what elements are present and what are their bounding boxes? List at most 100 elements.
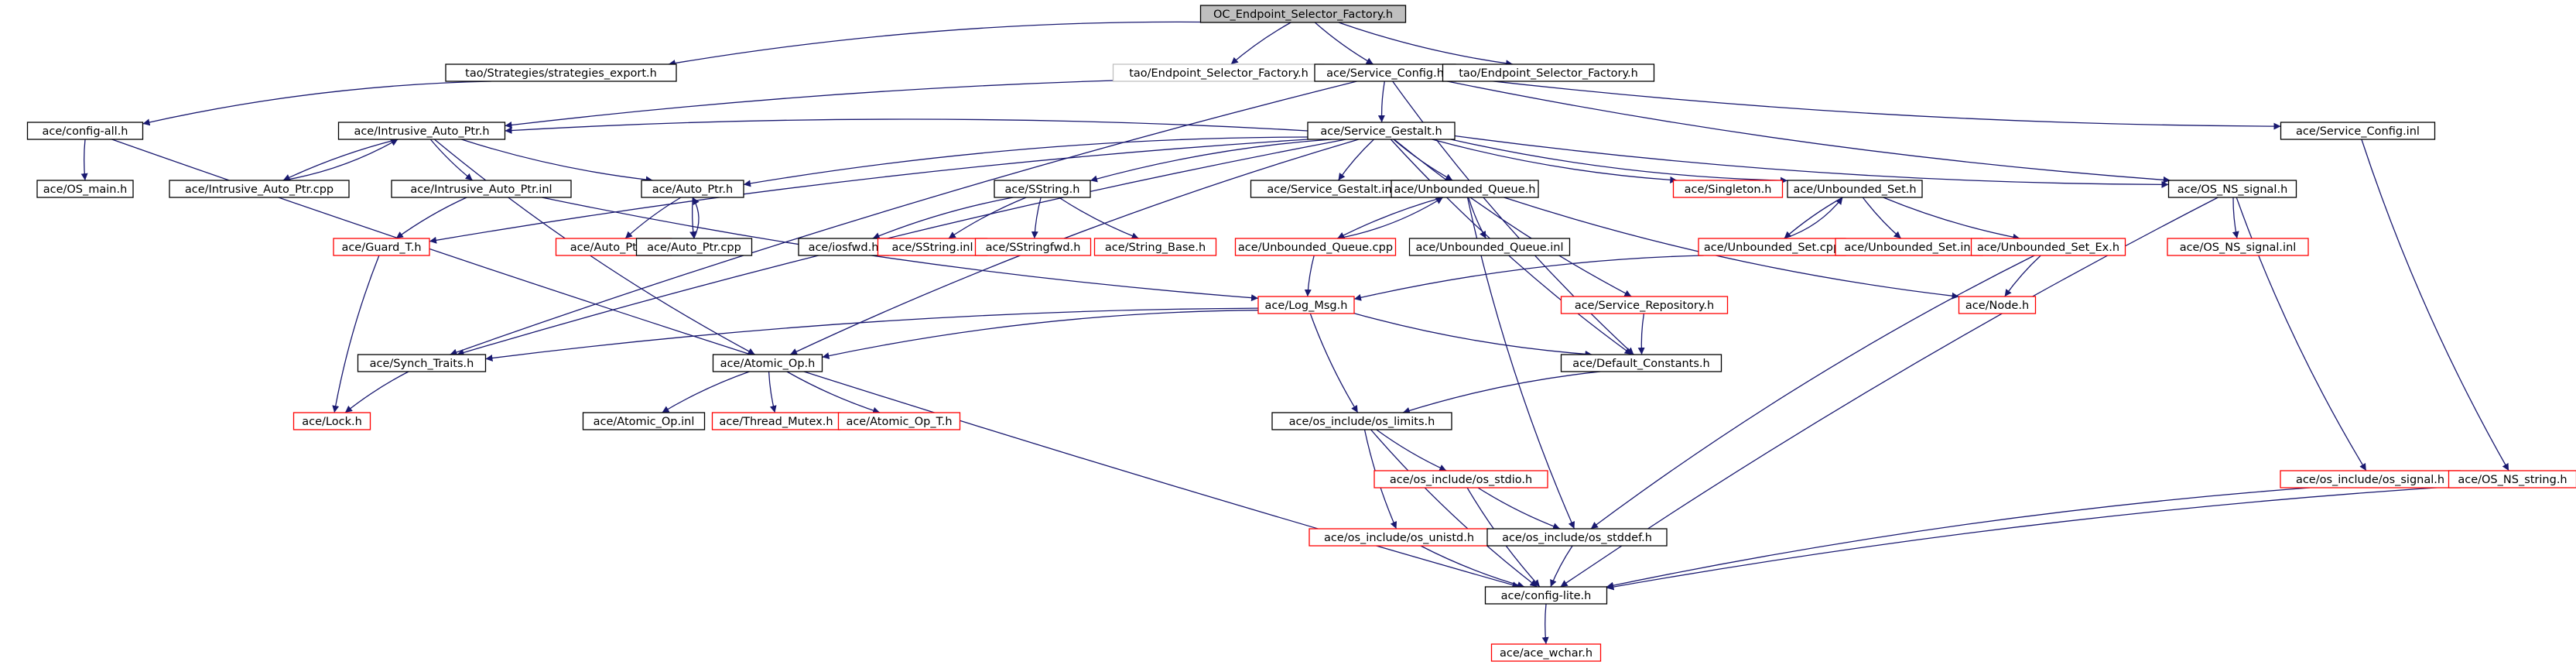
node-ace-unbounded-set-ex-h[interactable]: ace/Unbounded_Set_Ex.h (1970, 238, 2126, 256)
node-label: ace/Atomic_Op.inl (594, 416, 695, 428)
node-box[interactable] (1442, 63, 1655, 82)
node-ace-auto-ptr-cpp[interactable]: ace/Auto_Ptr.cpp (635, 238, 753, 256)
node-ace-singleton-h[interactable]: ace/Singleton.h (1672, 180, 1784, 198)
node-box[interactable] (26, 122, 144, 140)
node-box[interactable] (1307, 122, 1456, 140)
node-box[interactable] (445, 63, 677, 82)
node-ace-os-include-os-stddef-h[interactable]: ace/os_include/os_stddef.h (1486, 528, 1668, 547)
edge-ubs-to-ubsInl (1862, 197, 1902, 239)
node-box[interactable] (1257, 296, 1355, 314)
node-ace-intrusive-auto-ptr-cpp[interactable]: ace/Intrusive_Auto_Ptr.cpp (169, 180, 350, 198)
node-ace-log-msg-h[interactable]: ace/Log_Msg.h (1257, 296, 1355, 314)
node-ace-service-repository-h[interactable]: ace/Service_Repository.h (1560, 296, 1729, 314)
node-ace-sstring-h[interactable]: ace/SString.h (994, 180, 1091, 198)
node-ace-ace-wchar-h[interactable]: ace/ace_wchar.h (1490, 643, 1602, 662)
node-box[interactable] (292, 412, 371, 430)
node-ace-os-include-os-limits-h[interactable]: ace/os_include/os_limits.h (1271, 412, 1452, 430)
node-ace-atomic-op-inl[interactable]: ace/Atomic_Op.inl (582, 412, 706, 430)
node-ace-service-gestalt-inl[interactable]: ace/Service_Gestalt.inl (1250, 180, 1412, 198)
node-tao-endpoint-selector-factory-h[interactable]: tao/Endpoint_Selector_Factory.h (1442, 63, 1655, 82)
node-box[interactable] (1271, 412, 1452, 430)
node-oc-endpoint-selector-factory-h[interactable]: OC_Endpoint_Selector_Factory.h (1199, 5, 1407, 23)
node-ace-synch-traits-h[interactable]: ace/Synch_Traits.h (357, 354, 487, 372)
node-label: ace/SString.h (1005, 183, 1080, 196)
node-ace-os-include-os-stdio-h[interactable]: ace/os_include/os_stdio.h (1374, 470, 1548, 488)
node-ace-unbounded-queue-h[interactable]: ace/Unbounded_Queue.h (1391, 180, 1539, 198)
node-ace-service-gestalt-h[interactable]: ace/Service_Gestalt.h (1307, 122, 1456, 140)
node-ace-thread-mutex-h[interactable]: ace/Thread_Mutex.h (711, 412, 841, 430)
node-ace-sstringfwd-h[interactable]: ace/SStringfwd.h (974, 238, 1092, 256)
node-box[interactable] (357, 354, 487, 372)
node-ace-intrusive-auto-ptr-inl[interactable]: ace/Intrusive_Auto_Ptr.inl (391, 180, 572, 198)
dependency-edges (80, 21, 2509, 645)
node-box[interactable] (1787, 180, 1923, 198)
node-box[interactable] (1560, 296, 1729, 314)
node-ace-os-include-os-signal-h[interactable]: ace/os_include/os_signal.h (2280, 470, 2461, 488)
edge-strat-to-configAll (142, 81, 491, 126)
node-ace-unbounded-queue-inl[interactable]: ace/Unbounded_Queue.inl (1408, 238, 1571, 256)
node-ace-intrusive-auto-ptr-h[interactable]: ace/Intrusive_Auto_Ptr.h (337, 122, 506, 140)
node-ace-os-main-h[interactable]: ace/OS_main.h (36, 180, 134, 198)
node-label: ace/Service_Repository.h (1575, 300, 1714, 312)
node-box[interactable] (391, 180, 572, 198)
node-ace-string-base-h[interactable]: ace/String_Base.h (1093, 238, 1217, 256)
node-box[interactable] (1374, 470, 1548, 488)
node-ace-unbounded-set-cpp[interactable]: ace/Unbounded_Set.cpp (1698, 238, 1846, 256)
node-ace-service-config-inl[interactable]: ace/Service_Config.inl (2280, 122, 2436, 140)
edge-gestalt-to-atomic (789, 139, 1360, 355)
node-label: ace/OS_NS_signal.inl (2180, 242, 2297, 254)
node-box[interactable] (712, 354, 823, 372)
node-ace-iosfwd-h[interactable]: ace/iosfwd.h (798, 238, 889, 256)
node-ace-config-all-h[interactable]: ace/config-all.h (26, 122, 144, 140)
node-ace-lock-h[interactable]: ace/Lock.h (292, 412, 371, 430)
node-box[interactable] (1234, 238, 1397, 256)
node-ace-unbounded-set-inl[interactable]: ace/Unbounded_Set.inl (1835, 238, 1983, 256)
node-box[interactable] (582, 412, 706, 430)
node-ace-service-config-h[interactable]: ace/Service_Config.h (1314, 63, 1456, 82)
node-box[interactable] (333, 238, 430, 256)
node-box[interactable] (641, 180, 744, 198)
node-box[interactable] (1391, 180, 1539, 198)
node-box[interactable] (36, 180, 134, 198)
node-ace-os-ns-signal-h[interactable]: ace/OS_NS_signal.h (2167, 180, 2297, 198)
node-label: ace/OS_main.h (43, 183, 128, 196)
node-box[interactable] (1490, 643, 1602, 662)
node-box[interactable] (837, 412, 961, 430)
edge-osSignal-to-configLite (1606, 487, 2310, 589)
node-box[interactable] (974, 238, 1092, 256)
node-tao-endpoint-selector-factory-h[interactable]: tao/Endpoint_Selector_Factory.h (1112, 63, 1326, 82)
node-ace-atomic-op-t-h[interactable]: ace/Atomic_Op_T.h (837, 412, 961, 430)
node-box[interactable] (2280, 122, 2436, 140)
node-box[interactable] (1560, 354, 1722, 372)
node-label: ace/ace_wchar.h (1500, 647, 1592, 660)
node-ace-os-include-os-unistd-h[interactable]: ace/os_include/os_unistd.h (1309, 528, 1490, 547)
node-box[interactable] (1199, 5, 1407, 23)
node-tao-strategies-strategies-export-h[interactable]: tao/Strategies/strategies_export.h (445, 63, 677, 82)
node-ace-sstring-inl[interactable]: ace/SString.inl (877, 238, 988, 256)
node-box[interactable] (2448, 470, 2576, 488)
node-ace-unbounded-queue-cpp[interactable]: ace/Unbounded_Queue.cpp (1234, 238, 1397, 256)
node-box[interactable] (1672, 180, 1784, 198)
node-box[interactable] (1958, 296, 2037, 314)
node-ace-node-h[interactable]: ace/Node.h (1958, 296, 2037, 314)
node-ace-unbounded-set-h[interactable]: ace/Unbounded_Set.h (1787, 180, 1923, 198)
node-box[interactable] (169, 180, 350, 198)
node-ace-guard-t-h[interactable]: ace/Guard_T.h (333, 238, 430, 256)
node-box[interactable] (1093, 238, 1217, 256)
node-ace-os-ns-signal-inl[interactable]: ace/OS_NS_signal.inl (2167, 238, 2309, 256)
node-box[interactable] (2167, 180, 2297, 198)
node-box[interactable] (1970, 238, 2126, 256)
node-ace-config-lite-h[interactable]: ace/config-lite.h (1484, 586, 1608, 605)
node-box[interactable] (1486, 528, 1668, 547)
node-box[interactable] (337, 122, 506, 140)
node-label: ace/Node.h (1965, 300, 2029, 312)
node-ace-atomic-op-h[interactable]: ace/Atomic_Op.h (712, 354, 823, 372)
node-ace-auto-ptr-h[interactable]: ace/Auto_Ptr.h (641, 180, 744, 198)
node-box[interactable] (994, 180, 1091, 198)
node-box[interactable] (2167, 238, 2309, 256)
node-box[interactable] (1484, 586, 1608, 605)
node-box[interactable] (1408, 238, 1571, 256)
node-box[interactable] (635, 238, 753, 256)
node-ace-os-ns-string-h[interactable]: ace/OS_NS_string.h (2448, 470, 2576, 488)
node-ace-default-constants-h[interactable]: ace/Default_Constants.h (1560, 354, 1722, 372)
